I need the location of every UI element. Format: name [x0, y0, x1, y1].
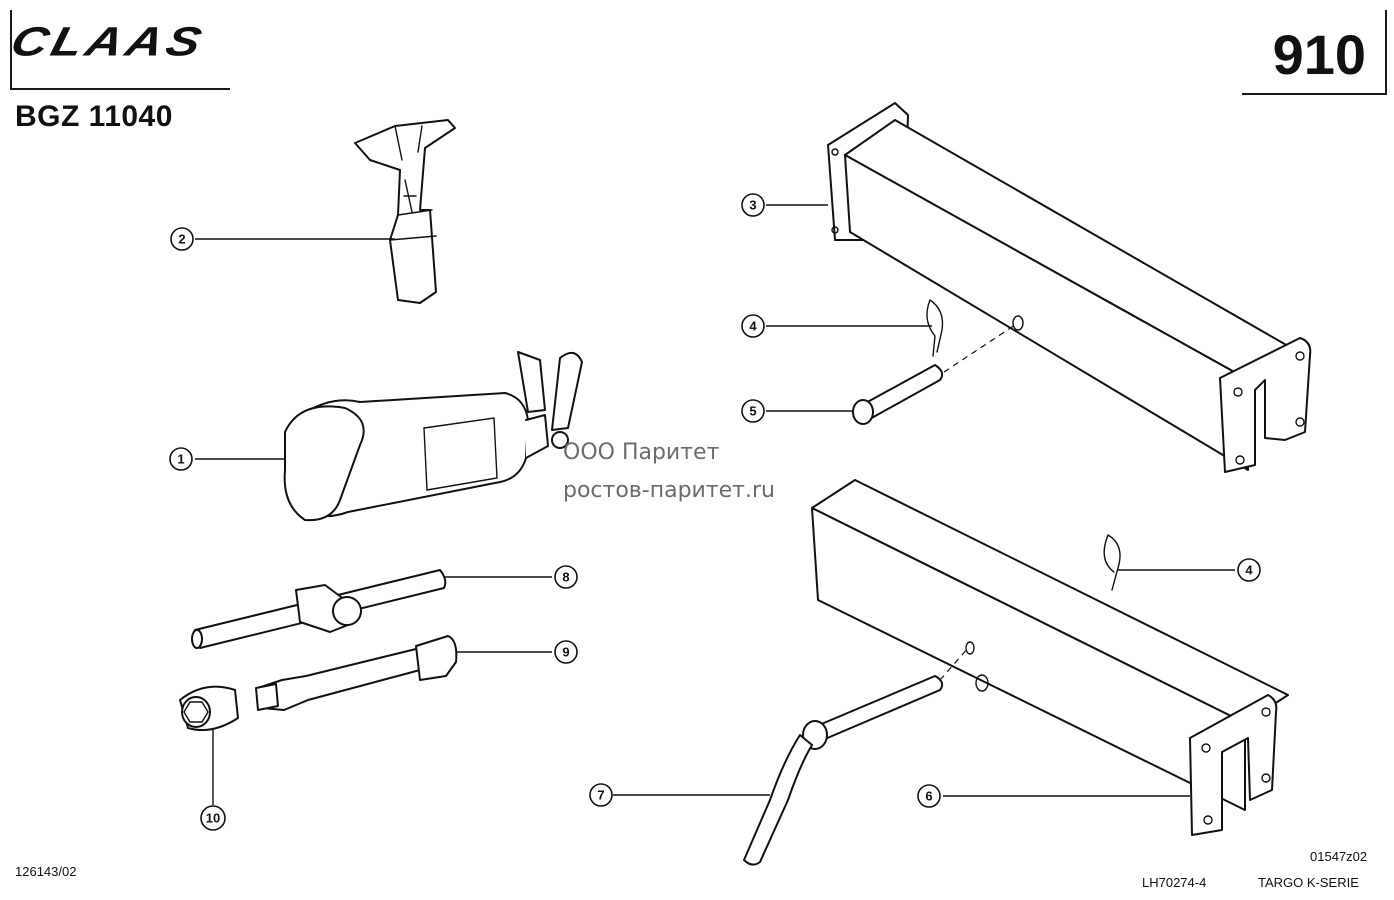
- svg-text:7: 7: [597, 788, 604, 803]
- part-9-extension: [255, 635, 458, 711]
- callout-7: 7: [589, 783, 613, 807]
- svg-text:4: 4: [1245, 563, 1253, 578]
- part-5-pin: [852, 364, 944, 425]
- svg-text:3: 3: [749, 198, 756, 213]
- callout-10: 10: [200, 805, 226, 831]
- svg-text:4: 4: [749, 319, 757, 334]
- part-10-socket: [179, 685, 239, 731]
- part-7-handle: [743, 647, 969, 866]
- leader-lines: [195, 204, 1235, 805]
- callout-8: 8: [554, 565, 578, 589]
- svg-text:6: 6: [925, 789, 932, 804]
- footer-model-series: TARGO K-SERIE: [1258, 875, 1359, 890]
- callout-2: 2: [170, 227, 194, 251]
- callout-4-lower: 4: [1237, 558, 1261, 582]
- callout-3: 3: [741, 193, 765, 217]
- callout-1: 1: [169, 447, 193, 471]
- part-3-tube: [827, 102, 1312, 473]
- svg-text:9: 9: [562, 645, 569, 660]
- part-8-bar: [191, 569, 447, 649]
- svg-text:1: 1: [177, 452, 184, 467]
- watermark-site: ростов-паритет.ru: [563, 478, 775, 503]
- footer-left-code: 126143/02: [15, 864, 77, 879]
- right-border: [1385, 10, 1387, 95]
- svg-text:10: 10: [206, 811, 220, 826]
- svg-text:2: 2: [178, 232, 185, 247]
- footer-drawing-code: 01547z02: [1310, 849, 1368, 864]
- part-4-clip-upper: [926, 299, 1024, 373]
- part-2-tool: [354, 119, 456, 304]
- assembly-reference: BGZ 11040: [15, 100, 173, 133]
- page-number: 910: [1272, 23, 1366, 86]
- callout-9: 9: [554, 640, 578, 664]
- part-6-tube: [811, 479, 1289, 836]
- left-border: [10, 10, 12, 90]
- part-1-extinguisher: [283, 351, 583, 522]
- callout-4-upper: 4: [741, 314, 765, 338]
- watermark-company: ООО Паритет: [563, 440, 720, 465]
- callout-6: 6: [917, 784, 941, 808]
- top-left-rule: [10, 88, 230, 90]
- top-right-rule: [1242, 93, 1386, 95]
- part-4-clip-lower: [1103, 534, 1121, 591]
- svg-text:8: 8: [562, 570, 569, 585]
- callout-5: 5: [741, 399, 765, 423]
- svg-text:5: 5: [749, 404, 756, 419]
- footer-doc-ref: LH70274-4: [1142, 875, 1207, 890]
